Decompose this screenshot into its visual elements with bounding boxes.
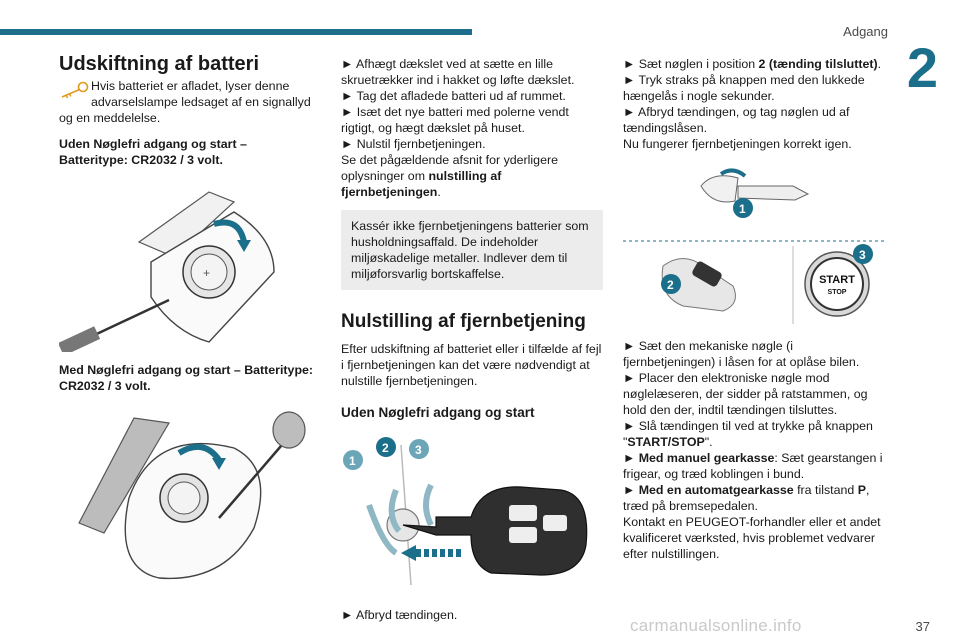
step-2: ► Tag det afladede batteri ud af rummet. <box>341 89 566 103</box>
label-with-keyless: Med Nøglefri adgang og start – Batterity… <box>59 363 314 393</box>
callout-1: 1 <box>349 454 356 468</box>
section-heading-reset: Nulstilling af fjernbetjening <box>341 311 586 332</box>
key-warning-icon <box>61 81 89 99</box>
callout-b1: 1 <box>739 202 746 216</box>
keyless-step-2: ► Placer den elektroniske nøgle mod nøgl… <box>623 371 868 417</box>
watermark: carmanualsonline.info <box>630 616 802 635</box>
step-turn-off: ► Afbryd tændingen. <box>341 608 458 622</box>
keyless-step-4: ► Med manuel gearkasse: Sæt gearstangen … <box>623 451 883 481</box>
warning-block: Hvis batteriet er afladet, lyser denne a… <box>59 78 314 110</box>
chapter-number: 2 <box>906 36 938 99</box>
key-battery-illustration-1: + <box>59 191 275 352</box>
keyless-step-5: ► Med en automatgearkasse fra tilstand P… <box>623 483 870 513</box>
reset-step-2: ► Tryk straks på knappen med den lukkede… <box>623 73 865 103</box>
reference-text: Se det pågældende afsnit for yderligere … <box>341 153 558 199</box>
stop-label: STOP <box>828 289 847 296</box>
svg-text:+: + <box>203 266 210 280</box>
subheading-without-keyless: Uden Nøglefri adgang og start <box>341 405 535 420</box>
chapter-bar <box>0 29 472 35</box>
step-1: ► Afhægt dækslet ved at sætte en lille s… <box>341 57 575 87</box>
page-header-title: Adgang <box>843 24 888 39</box>
step-3: ► Isæt det nye batteri med polerne vendt… <box>341 105 569 135</box>
callout-2: 2 <box>382 441 389 455</box>
reset-intro: Efter udskiftning af batteriet eller i t… <box>341 342 602 388</box>
step-4: ► Nulstil fjernbetjeningen. <box>341 137 486 151</box>
keyless-illustration: 1 2 START STOP 3 <box>623 168 885 324</box>
warning-text: Hvis batteriet er afladet, lyser denne a… <box>91 79 311 109</box>
keyless-step-3: ► Slå tændingen til ved at trykke på kna… <box>623 419 873 449</box>
keyless-step-1: ► Sæt den mekaniske nøgle (i fjernbetjen… <box>623 339 860 369</box>
reset-step-1: ► Sæt nøglen i position 2 (tænding tilsl… <box>623 57 882 71</box>
callout-b3: 3 <box>859 248 866 262</box>
key-battery-illustration-2 <box>78 411 306 580</box>
keyless-step-6: Kontakt en PEUGEOT-forhandler eller et a… <box>623 515 881 561</box>
section-heading-battery: Udskiftning af batteri <box>59 53 260 75</box>
reset-step-3: ► Afbryd tændingen, og tag nøglen ud af … <box>623 105 850 135</box>
callout-3: 3 <box>415 443 422 457</box>
start-label: START <box>819 274 855 286</box>
label-without-keyless: Uden Nøglefri adgang og start – Batterit… <box>59 137 247 167</box>
column-3: ► Sæt nøglen i position 2 (tænding tilsl… <box>623 56 885 562</box>
column-2: ► Afhægt dækslet ved at sætte en lille s… <box>341 56 603 623</box>
page-number: 37 <box>915 619 930 634</box>
reference-link-text: nulstilling af fjernbetjeningen <box>341 169 502 199</box>
ignition-key-illustration: 1 2 3 <box>343 437 588 586</box>
reset-step-4: Nu fungerer fjernbetjeningen korrekt ige… <box>623 137 852 151</box>
callout-b2: 2 <box>667 278 674 292</box>
environment-note: Kassér ikke fjernbetjeningens batterier … <box>341 210 603 290</box>
warning-text-cont: og en meddelelse. <box>59 111 161 125</box>
column-1: Udskiftning af batteri Hvis batteriet er… <box>59 53 314 588</box>
